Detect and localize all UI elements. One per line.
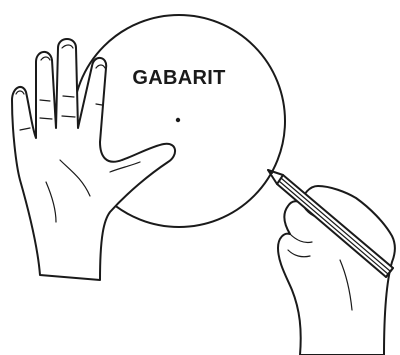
left-hand [11,38,176,281]
template-center-dot [175,117,181,123]
template-label: GABARIT [132,67,226,89]
pencil [267,169,394,278]
